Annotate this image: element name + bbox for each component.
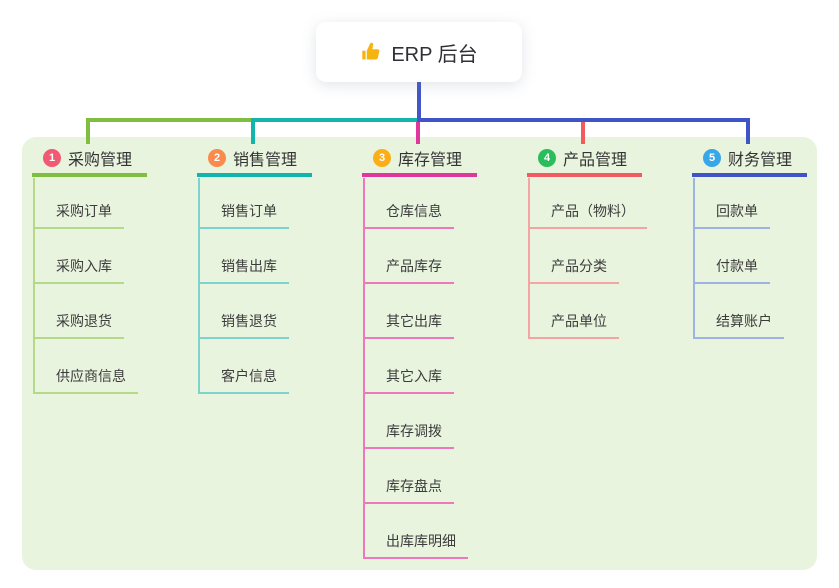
branch-item[interactable]: 销售出库 xyxy=(198,256,289,284)
branch-item[interactable]: 客户信息 xyxy=(198,366,289,394)
branch-bus-connector xyxy=(251,118,421,122)
branch-number-badge: 3 xyxy=(373,149,391,167)
branch-number-badge: 4 xyxy=(538,149,556,167)
branch-header[interactable]: 2 销售管理 xyxy=(197,146,312,177)
branch-number-badge: 2 xyxy=(208,149,226,167)
branch-item[interactable]: 销售退货 xyxy=(198,311,289,339)
branch-item[interactable]: 产品库存 xyxy=(363,256,454,284)
branch-label: 库存管理 xyxy=(398,152,463,169)
branch-label: 产品管理 xyxy=(563,152,628,169)
branch-item[interactable]: 库存调拨 xyxy=(363,421,454,449)
branch-item[interactable]: 采购入库 xyxy=(33,256,124,284)
branch-item[interactable]: 供应商信息 xyxy=(33,366,138,394)
branch-vertical-connector xyxy=(363,178,365,559)
branch-bus-connector xyxy=(417,118,750,122)
branch-item[interactable]: 产品（物料） xyxy=(528,201,647,229)
branch-header[interactable]: 3 库存管理 xyxy=(362,146,477,177)
branch-number-badge: 1 xyxy=(43,149,61,167)
root-node[interactable]: ERP 后台 xyxy=(316,22,522,82)
branch-item[interactable]: 仓库信息 xyxy=(363,201,454,229)
thumbs-up-icon xyxy=(360,41,382,63)
branch-label: 采购管理 xyxy=(68,152,133,169)
branch-number-badge: 5 xyxy=(703,149,721,167)
branch-vertical-connector xyxy=(198,178,200,394)
branch-drop-connector xyxy=(251,118,255,144)
branch-drop-connector xyxy=(746,118,750,144)
branch-item[interactable]: 出库库明细 xyxy=(363,531,468,559)
branch-item[interactable]: 采购订单 xyxy=(33,201,124,229)
branch-header[interactable]: 5 财务管理 xyxy=(692,146,807,177)
root-label: ERP 后台 xyxy=(391,43,478,66)
branch-item[interactable]: 产品单位 xyxy=(528,311,619,339)
branch-item[interactable]: 产品分类 xyxy=(528,256,619,284)
branch-vertical-connector xyxy=(693,178,695,339)
branch-drop-connector xyxy=(416,118,420,144)
branch-item[interactable]: 销售订单 xyxy=(198,201,289,229)
branch-item[interactable]: 采购退货 xyxy=(33,311,124,339)
root-connector xyxy=(417,82,421,122)
branch-header[interactable]: 4 产品管理 xyxy=(527,146,642,177)
branch-vertical-connector xyxy=(33,178,35,394)
branch-drop-connector xyxy=(581,118,585,144)
mindmap-panel xyxy=(22,137,817,570)
branch-item[interactable]: 库存盘点 xyxy=(363,476,454,504)
branch-item[interactable]: 付款单 xyxy=(693,256,770,284)
branch-item[interactable]: 回款单 xyxy=(693,201,770,229)
branch-item[interactable]: 结算账户 xyxy=(693,311,784,339)
branch-drop-connector xyxy=(86,118,90,144)
branch-label: 财务管理 xyxy=(728,152,793,169)
branch-header[interactable]: 1 采购管理 xyxy=(32,146,147,177)
branch-item[interactable]: 其它出库 xyxy=(363,311,454,339)
branch-item[interactable]: 其它入库 xyxy=(363,366,454,394)
branch-label: 销售管理 xyxy=(233,152,298,169)
branch-vertical-connector xyxy=(528,178,530,339)
